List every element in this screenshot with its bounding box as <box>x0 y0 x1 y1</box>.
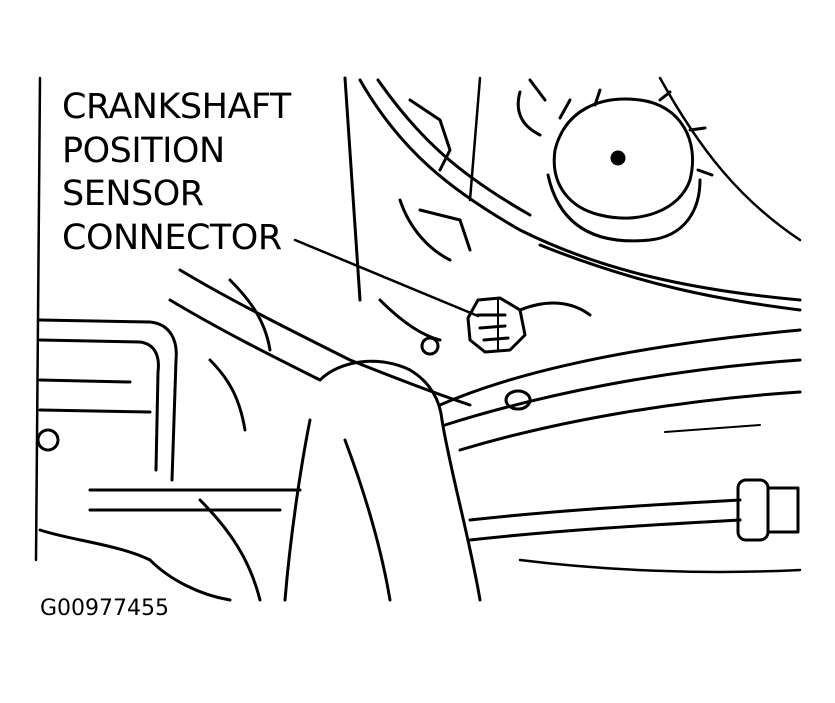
callout-line-1: CRANKSHAFT <box>62 87 291 127</box>
crankshaft-sensor-connector <box>466 296 592 354</box>
callout-line-3: SENSOR <box>62 174 204 214</box>
callout-leader-line <box>293 238 480 318</box>
callout-line-4: CONNECTOR <box>62 217 282 258</box>
oil-filler-cap <box>516 78 714 243</box>
callout-line-2: POSITION <box>62 130 225 171</box>
figure-id: G00977455 <box>40 596 170 621</box>
callout-label: CRANKSHAFT POSITION SENSOR CONNECTOR <box>62 86 291 260</box>
